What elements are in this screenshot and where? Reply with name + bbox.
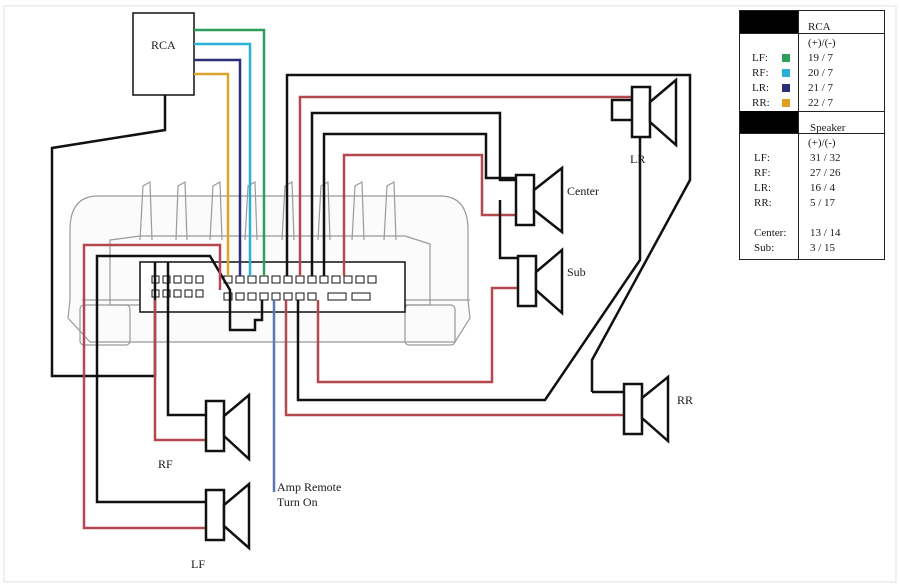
speaker-sub xyxy=(516,247,564,316)
legend-rca-row-pins: 20 / 7 xyxy=(808,67,834,79)
rca-wires xyxy=(194,28,266,276)
pinout-legend: RCA (+)/(-) LF: 19 / 7 RF: 20 / 7 LR: 21… xyxy=(739,10,885,260)
lr-speaker-label: LR xyxy=(630,152,646,166)
rr-wire-red xyxy=(284,300,626,417)
center-wire-red xyxy=(342,153,516,276)
speaker-center xyxy=(514,165,564,235)
legend-rca-title: RCA xyxy=(808,21,831,33)
rr-wire-black xyxy=(296,98,642,402)
lf-wire-black xyxy=(95,254,264,504)
legend-rca-row-pins: 22 / 7 xyxy=(808,97,834,109)
speaker-wires xyxy=(82,73,692,530)
legend-speaker-row-pins: 16 / 4 xyxy=(810,182,836,194)
center-speaker-label: Center xyxy=(567,184,599,198)
rf-wire-red xyxy=(153,300,206,442)
legend-divider xyxy=(798,11,799,259)
legend-speaker-title: Speaker xyxy=(810,122,846,134)
sub-wire-black xyxy=(498,200,518,260)
rca-wire-cyan xyxy=(194,42,252,276)
legend-speaker-row-name: RF: xyxy=(754,167,771,179)
amp-remote-label-1: Amp Remote xyxy=(277,480,342,494)
sub-speaker-label: Sub xyxy=(567,265,586,279)
legend-swatch-cyan xyxy=(782,69,790,77)
legend-rca-row-name: RR: xyxy=(752,97,770,109)
legend-speaker-row-name: LF: xyxy=(754,152,770,164)
legend-rca-row-name: RF: xyxy=(752,67,769,79)
legend-speaker-row-name: LR: xyxy=(754,182,772,194)
rca-box xyxy=(132,12,195,96)
speaker-lr xyxy=(630,77,678,148)
legend-swatch-navy xyxy=(782,84,790,92)
legend-speaker-row-pins: 5 / 17 xyxy=(810,197,836,209)
rca-wire-gold xyxy=(194,72,230,276)
rf-speaker-label: RF xyxy=(158,457,173,471)
legend-speaker-row-name: Sub: xyxy=(754,242,775,254)
rr-speaker-label: RR xyxy=(677,393,694,407)
speaker-rf xyxy=(204,392,251,462)
harness-connector xyxy=(139,261,406,313)
legend-speaker-row-pins: 27 / 26 xyxy=(810,167,841,179)
legend-rca-row-pins: 19 / 7 xyxy=(808,52,834,64)
legend-speaker-header-block xyxy=(740,111,799,133)
legend-rca-row-name: LR: xyxy=(752,82,770,94)
legend-speaker-row-pins: 3 / 15 xyxy=(810,242,836,254)
sub-wire-red xyxy=(316,286,518,384)
lf-speaker-label: LF xyxy=(191,557,206,571)
legend-speaker-polarity: (+)/(-) xyxy=(808,137,836,149)
legend-swatch-gold xyxy=(782,99,790,107)
rca-wire-green xyxy=(194,28,266,276)
rca-box-label: RCA xyxy=(151,38,176,52)
legend-swatch-green xyxy=(782,54,790,62)
legend-speaker-row-name: Center: xyxy=(754,227,787,239)
center-wire-black xyxy=(310,111,516,276)
legend-rca-row-pins: 21 / 7 xyxy=(808,82,834,94)
speaker-rr xyxy=(622,374,670,444)
rf-wire-black xyxy=(166,262,206,417)
lr-wire-black xyxy=(285,73,692,392)
legend-rca-polarity: (+)/(-) xyxy=(808,37,836,49)
amp-remote-label-2: Turn On xyxy=(277,495,318,509)
legend-speaker-row-pins: 13 / 14 xyxy=(810,227,841,239)
legend-rca-row-name: LF: xyxy=(752,52,768,64)
center-wire-black-2 xyxy=(322,132,516,276)
legend-speaker-row-name: RR: xyxy=(754,197,772,209)
page-frame xyxy=(3,5,897,583)
speaker-lf xyxy=(204,481,251,551)
legend-rca-header-block xyxy=(740,11,799,33)
connector-pins-right xyxy=(223,275,377,301)
lf-wire-red xyxy=(82,243,222,530)
rca-wire-navy xyxy=(194,58,242,276)
legend-speaker-row-pins: 31 / 32 xyxy=(810,152,841,164)
